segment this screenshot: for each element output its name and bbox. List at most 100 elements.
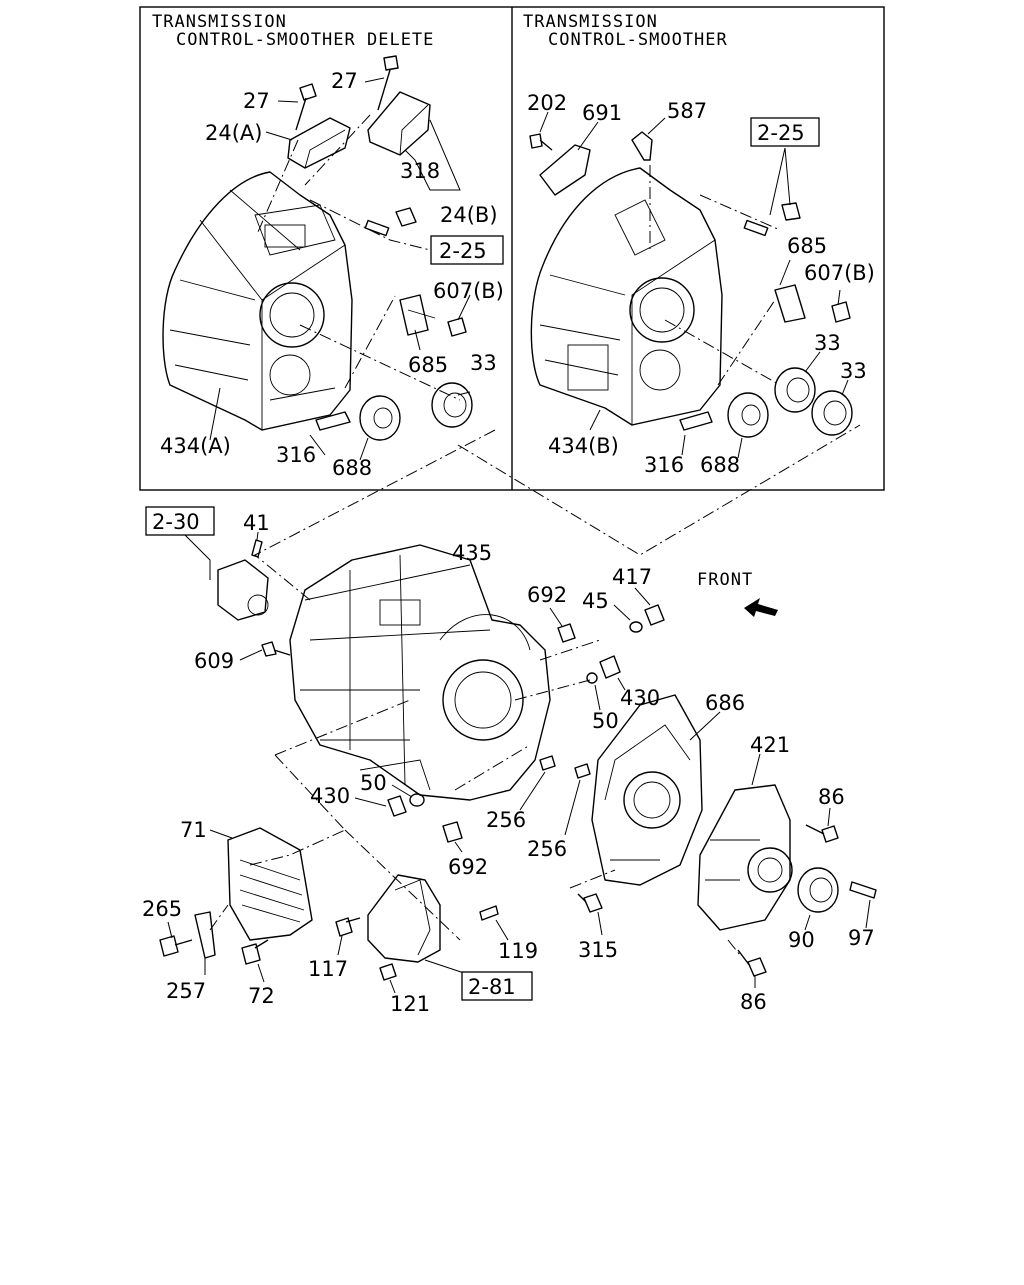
- ref-2-30[interactable]: 2-30: [152, 510, 200, 534]
- bolt-609: [239, 641, 291, 661]
- part-label: 265: [142, 897, 182, 921]
- seal-90: [797, 867, 839, 931]
- part-label: 97: [848, 926, 875, 950]
- part-label: 587: [667, 99, 707, 123]
- part-label: 257: [166, 979, 206, 1003]
- part-label: 316: [276, 443, 316, 467]
- extension-housing-421: [697, 753, 793, 931]
- front-arrow-icon: [744, 598, 778, 617]
- part-label: 417: [612, 565, 652, 589]
- connector-left: [254, 429, 496, 601]
- bearing-688-right: [727, 392, 769, 438]
- bolt-27-a: [295, 83, 317, 131]
- part-label: 434(A): [160, 434, 231, 458]
- part-label: 316: [644, 453, 684, 477]
- part-label: 24(A): [205, 121, 262, 145]
- smoother-cover: [367, 874, 471, 976]
- axis-line-b: [514, 679, 591, 701]
- ref-2-25-left[interactable]: 2-25: [439, 239, 487, 263]
- ref-box-2-25-right[interactable]: [750, 117, 820, 147]
- plug-430-left: [354, 784, 425, 817]
- part-label: 435: [452, 541, 492, 565]
- part-label: 202: [527, 91, 567, 115]
- part-label: 318: [400, 159, 440, 183]
- ref-2-25-right[interactable]: 2-25: [757, 121, 805, 145]
- part-label: 45: [582, 589, 609, 613]
- part-label: 33: [840, 359, 867, 383]
- connector-right: [457, 424, 861, 556]
- part-label: 685: [787, 234, 827, 258]
- key-316-right: [679, 411, 713, 431]
- part-label: 315: [578, 938, 618, 962]
- bracket-685-left: [399, 294, 467, 337]
- part-label: 27: [331, 69, 358, 93]
- part-label: 692: [448, 855, 488, 879]
- bearing-688-left: [359, 395, 401, 441]
- ref-box-2-30[interactable]: [145, 506, 215, 536]
- dowel-692-bottom: [442, 821, 463, 853]
- seal-33-left: [431, 382, 473, 428]
- part-label: 692: [527, 583, 567, 607]
- bolt-265: [159, 921, 193, 957]
- plug-430-right: [586, 655, 626, 711]
- part-label: 33: [814, 331, 841, 355]
- part-label: 71: [180, 818, 207, 842]
- bolt-86-bottom: [727, 939, 767, 988]
- part-label: 688: [332, 456, 372, 480]
- part-label: 256: [486, 808, 526, 832]
- side-cover-71: [209, 827, 346, 941]
- fitting-587: [631, 131, 653, 161]
- part-label: 50: [592, 709, 619, 733]
- right-header-line1: TRANSMISSION: [523, 12, 658, 32]
- part-label: 609: [194, 649, 234, 673]
- ref-box-2-25-left[interactable]: [430, 235, 504, 265]
- part-label: 33: [470, 351, 497, 375]
- ref-box-2-81[interactable]: [461, 971, 533, 1001]
- part-label: 72: [248, 984, 275, 1008]
- part-label: 688: [700, 453, 740, 477]
- clutch-housing-b: [530, 167, 723, 426]
- dowel-692-top: [549, 607, 576, 643]
- ref-2-81[interactable]: 2-81: [468, 975, 516, 999]
- part-label: 685: [408, 353, 448, 377]
- part-label: 686: [705, 691, 745, 715]
- part-label: 27: [243, 89, 270, 113]
- stud-97: [849, 881, 877, 929]
- part-label: 430: [310, 784, 350, 808]
- spring-41: [251, 531, 263, 558]
- dowel-bolts-left: [364, 207, 417, 237]
- left-header-line1: TRANSMISSION: [152, 12, 287, 32]
- dowel-bolts-right: [743, 202, 801, 237]
- nut-121: [379, 963, 397, 994]
- assembly-line-b: [274, 754, 346, 831]
- bolt-315: [569, 869, 616, 936]
- adapter-plate-686: [591, 694, 721, 886]
- assembly-line-c: [344, 829, 461, 941]
- bracket-257: [194, 904, 229, 975]
- part-label: 434(B): [548, 434, 619, 458]
- part-label: 121: [390, 992, 430, 1016]
- stud-119: [479, 905, 509, 941]
- bracket-685-right: [774, 284, 851, 323]
- right-header-line2: CONTROL-SMOOTHER: [548, 30, 728, 50]
- part-label: 421: [750, 733, 790, 757]
- bolt-202: [529, 133, 553, 151]
- plug-417-washer-45: [613, 587, 665, 633]
- front-label: FRONT: [697, 570, 753, 590]
- part-label: 119: [498, 939, 538, 963]
- cover-318: [367, 91, 431, 156]
- axis-line-a: [539, 639, 601, 661]
- part-label: 41: [243, 511, 270, 535]
- part-label: 50: [360, 771, 387, 795]
- cover-24a: [287, 117, 351, 169]
- bolt-27-b: [377, 55, 399, 111]
- assembly-line-a: [274, 699, 411, 756]
- part-label: 117: [308, 957, 348, 981]
- bracket-691: [539, 144, 591, 196]
- part-label: 430: [620, 686, 660, 710]
- leaders-left: [209, 77, 471, 461]
- part-label: 607(B): [433, 279, 504, 303]
- left-header-line2: CONTROL-SMOOTHER DELETE: [176, 30, 434, 50]
